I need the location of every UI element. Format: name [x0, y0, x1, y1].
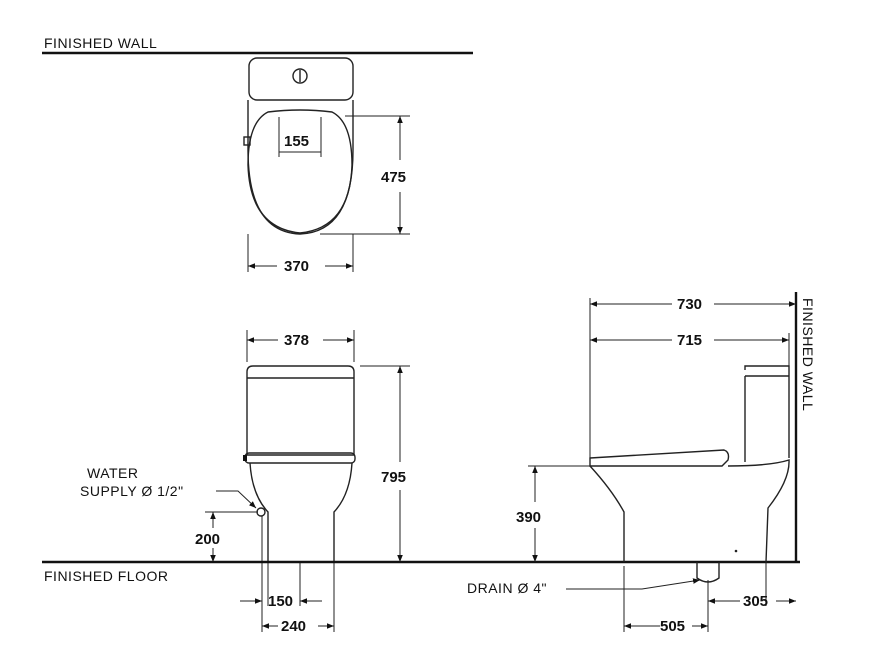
- front-view: 378 795 WATER SUPPLY Ø 1/2" 200 150: [80, 330, 410, 635]
- dim-390: 390: [516, 509, 541, 526]
- dim-378: 378: [284, 332, 309, 349]
- flush-button-icon: [292, 68, 308, 84]
- seat-outline: [247, 109, 353, 234]
- tank-front-outline: [246, 365, 355, 456]
- water-supply-label-2: SUPPLY Ø 1/2": [80, 483, 184, 499]
- tank-top-outline: [248, 57, 354, 101]
- dim-730: 730: [677, 296, 702, 313]
- dim-155: 155: [284, 133, 309, 150]
- dim-305: 305: [743, 593, 768, 610]
- dim-475: 475: [381, 169, 406, 186]
- dim-505: 505: [660, 618, 685, 635]
- water-supply-label-1: WATER: [87, 465, 139, 481]
- top-view: FINISHED WALL 155 475 370: [42, 35, 473, 275]
- finished-floor-label: FINISHED FLOOR: [44, 568, 168, 584]
- seat-side: [589, 449, 730, 467]
- dim-240: 240: [281, 618, 306, 635]
- side-knob: [243, 136, 251, 146]
- finished-wall-top-label: FINISHED WALL: [44, 35, 157, 51]
- dim-370: 370: [284, 258, 309, 275]
- tank-side-outline: [744, 365, 790, 458]
- dim-715: 715: [677, 332, 702, 349]
- dim-200: 200: [195, 531, 220, 548]
- dim-795: 795: [381, 469, 406, 486]
- drain-label: DRAIN Ø 4": [467, 580, 547, 596]
- dim-150: 150: [268, 593, 293, 610]
- drain-pipe: [696, 562, 720, 583]
- side-view: FINISHED WALL 730 715 390 DRAIN Ø 4": [467, 292, 816, 635]
- water-supply-inlet: [256, 507, 266, 517]
- finished-wall-side-label: FINISHED WALL: [800, 298, 816, 411]
